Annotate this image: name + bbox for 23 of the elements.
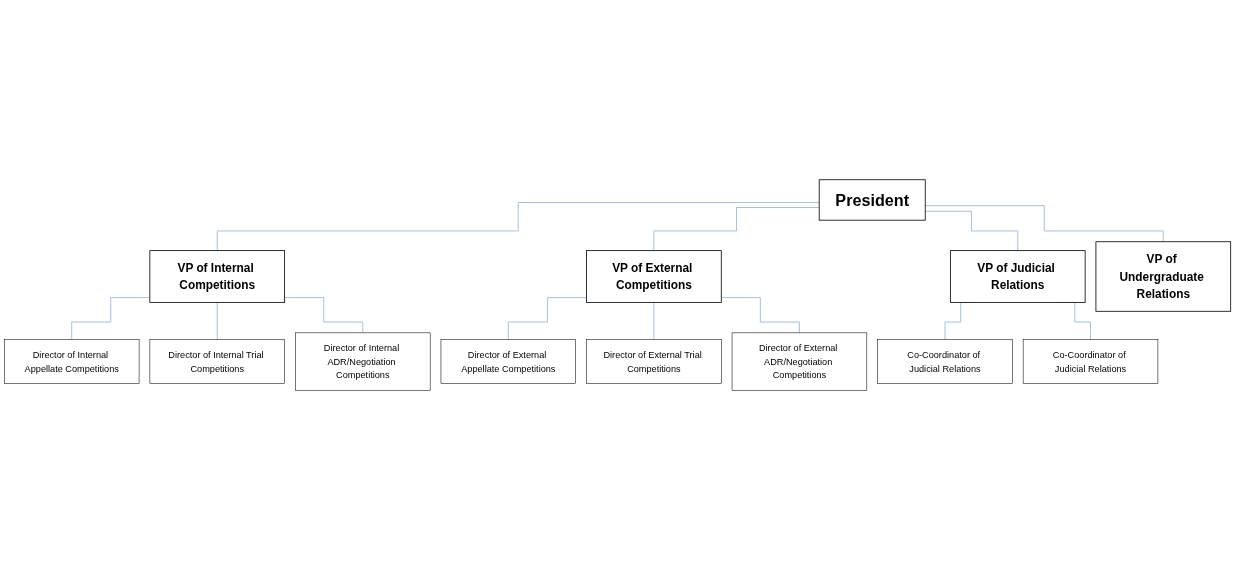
connector [924, 210, 1019, 252]
connector [216, 301, 218, 341]
node-box: Director of Internal ADR/Negotiation Competitions [295, 332, 431, 391]
node-box: VP of Judicial Relations [949, 250, 1086, 303]
connector [653, 301, 655, 341]
connector [284, 297, 364, 334]
node-box: Director of External Trial Competitions [586, 339, 722, 384]
node-box: President [818, 179, 926, 221]
node-box: VP of External Competitions [586, 250, 722, 303]
connector [507, 297, 587, 341]
node-box: VP of Internal Competitions [149, 250, 286, 303]
connector [924, 205, 1164, 243]
node-box: Director of Internal Appellate Competitions [4, 339, 140, 384]
connector [720, 297, 800, 334]
node-box: Director of External ADR/Negotiation Competitions [731, 332, 868, 391]
node-box: Co-Coordinator of Judicial Relations [877, 339, 1013, 384]
connector [653, 207, 820, 252]
connector [216, 202, 820, 252]
connector [71, 297, 151, 341]
node-box: Director of External Appellate Competitions [440, 339, 576, 384]
node-box: Director of Internal Trial Competitions [149, 339, 285, 384]
node-box: VP of Undergraduate Relations [1095, 241, 1232, 312]
node-box: Co-Coordinator of Judicial Relations [1022, 339, 1159, 384]
